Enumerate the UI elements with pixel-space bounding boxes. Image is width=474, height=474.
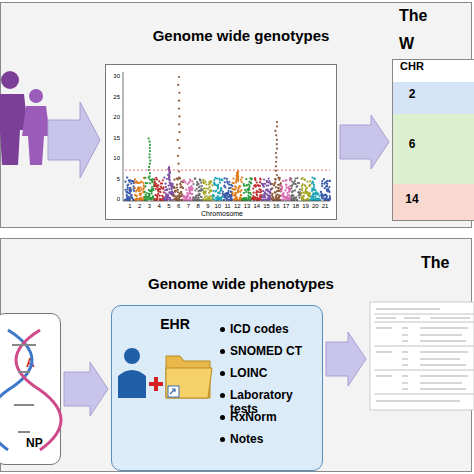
- axis-tick: 30: [106, 73, 120, 80]
- node-text: SNOMED CT: [230, 344, 322, 358]
- axis-tick: 25: [106, 94, 120, 101]
- axis-tick: 15: [106, 135, 120, 142]
- node-title: The: [421, 253, 471, 272]
- bullet-dot: [220, 371, 225, 376]
- axis-tick: 9: [202, 203, 214, 210]
- process-box: Chromosome: [105, 64, 337, 220]
- node-text: ICD codes: [230, 322, 322, 336]
- node-title: Chromosome: [106, 210, 338, 218]
- process-box: EHRICD codesSNOMED CTLOINCLaboratory tes…: [111, 305, 323, 471]
- axis-tick: 6: [173, 203, 185, 210]
- node-title: The W: [399, 2, 435, 58]
- table-cell: 14: [392, 192, 432, 206]
- node-title: Genome wide phenotypes: [101, 275, 381, 293]
- axis-tick: 15: [261, 203, 273, 210]
- panel-band: Genome wide phenotypesA NP EHR ICD codesSNO…: [0, 238, 472, 472]
- axis-tick: 14: [251, 203, 263, 210]
- node-text: Notes: [230, 432, 322, 446]
- node-text: LOINC: [230, 366, 322, 380]
- axis-tick: 13: [241, 203, 253, 210]
- bullet-dot: [220, 393, 225, 398]
- axis-tick: 20: [106, 114, 120, 121]
- node-text: NP: [26, 436, 56, 450]
- axis-tick: 18: [290, 203, 302, 210]
- axis-tick: 19: [300, 203, 312, 210]
- bullet-dot: [220, 327, 225, 332]
- axis-tick: 10: [106, 155, 120, 162]
- axis-tick: 2: [134, 203, 146, 210]
- node-title: EHR: [140, 316, 210, 333]
- axis-tick: 21: [319, 203, 331, 210]
- axis-tick: 20: [309, 203, 321, 210]
- axis-tick: 12: [231, 203, 243, 210]
- process-box: The: [369, 301, 474, 413]
- axis-tick: 1: [124, 203, 136, 210]
- axis-tick: 5: [163, 203, 175, 210]
- bullet-dot: [220, 437, 225, 442]
- axis-tick: 16: [270, 203, 282, 210]
- axis-tick: 5: [106, 176, 120, 183]
- axis-tick: 4: [153, 203, 165, 210]
- table-cell: CHR: [392, 60, 432, 73]
- node-text: RxNorm: [230, 410, 322, 424]
- axis-tick: 3: [143, 203, 155, 210]
- node-title: A: [26, 356, 46, 370]
- axis-tick: 8: [192, 203, 204, 210]
- axis-tick: 0: [106, 196, 120, 203]
- panel-band: Genome wide genotypesChromosome The W: [0, 2, 472, 228]
- axis-tick: 17: [280, 203, 292, 210]
- process-box: The W: [392, 59, 474, 221]
- bullet-dot: [220, 349, 225, 354]
- bullet-dot: [220, 415, 225, 420]
- node-title: Genome wide genotypes: [91, 27, 391, 45]
- axis-tick: 7: [182, 203, 194, 210]
- process-box: A NP: [0, 313, 61, 465]
- table-cell: 6: [392, 137, 432, 151]
- table-cell: 2: [392, 87, 432, 101]
- axis-tick: 11: [222, 203, 234, 210]
- axis-tick: 10: [212, 203, 224, 210]
